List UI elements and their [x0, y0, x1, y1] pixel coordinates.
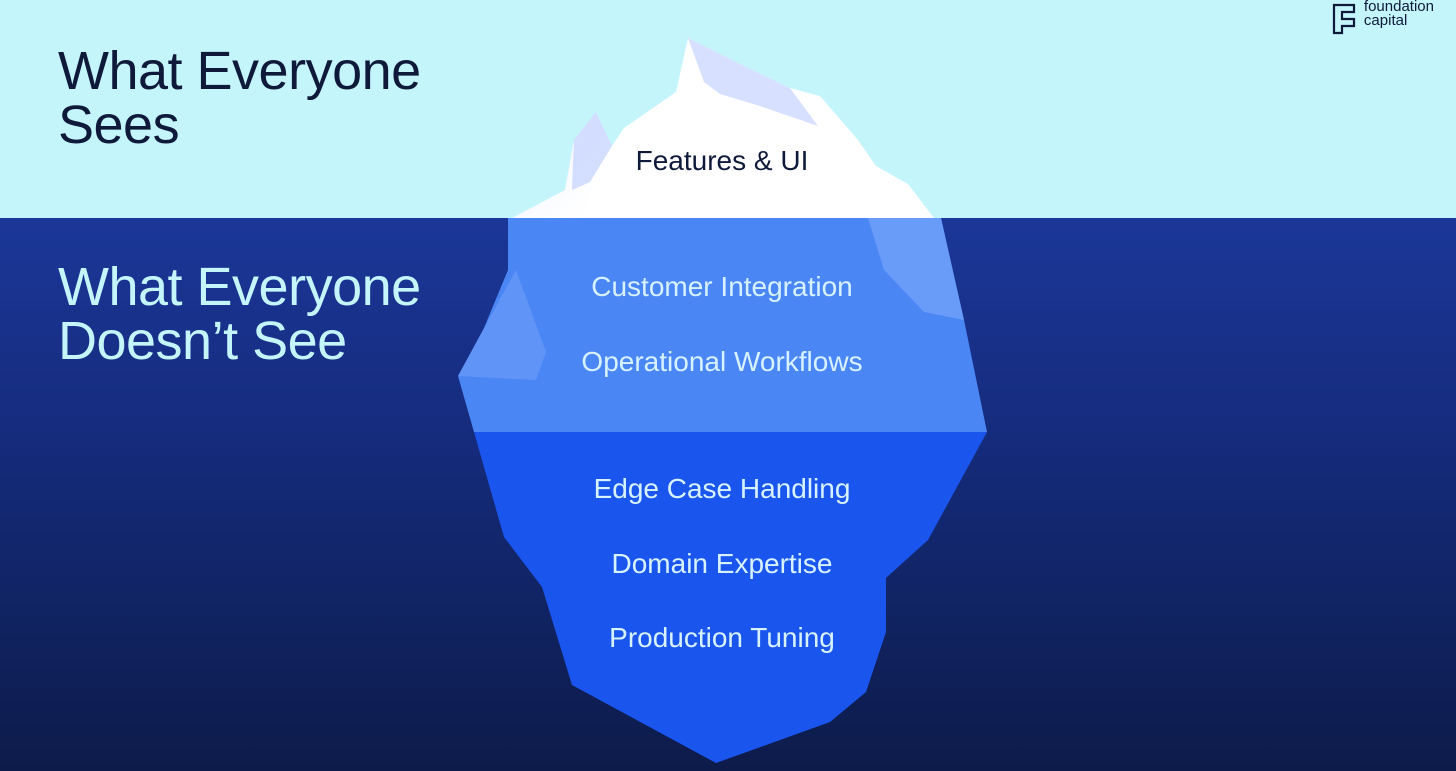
iceberg-label-production-tuning: Production Tuning	[609, 622, 835, 653]
iceberg-label-domain-expertise: Domain Expertise	[611, 548, 833, 579]
iceberg-label-customer-integration: Customer Integration	[591, 271, 853, 302]
logo-text-line2: capital	[1363, 12, 1408, 29]
iceberg-middle-section	[458, 218, 987, 432]
foundation-capital-logo-icon	[1332, 3, 1356, 35]
headline-what-everyone-sees: What Everyone Sees	[58, 41, 421, 155]
iceberg-middle-facet-right	[868, 218, 964, 320]
iceberg-tip-shade-top	[688, 38, 818, 126]
iceberg-deep-section	[474, 432, 987, 763]
iceberg-label-operational-workflows: Operational Workflows	[581, 346, 863, 377]
iceberg-label-edge-case-handling: Edge Case Handling	[593, 473, 851, 504]
iceberg-tip-shade-left-inner	[572, 112, 612, 190]
headline-what-everyone-doesnt-see: What Everyone Doesn’t See	[58, 257, 421, 371]
logo-text: foundation capital	[1364, 0, 1434, 28]
iceberg-tip-section	[512, 38, 934, 218]
iceberg-label-features-ui: Features & UI	[635, 145, 809, 176]
iceberg-middle-facet-left	[458, 270, 546, 380]
logo-text-line1: foundation	[1363, 0, 1434, 15]
foundation-capital-logo: foundation capital	[1330, 0, 1434, 36]
